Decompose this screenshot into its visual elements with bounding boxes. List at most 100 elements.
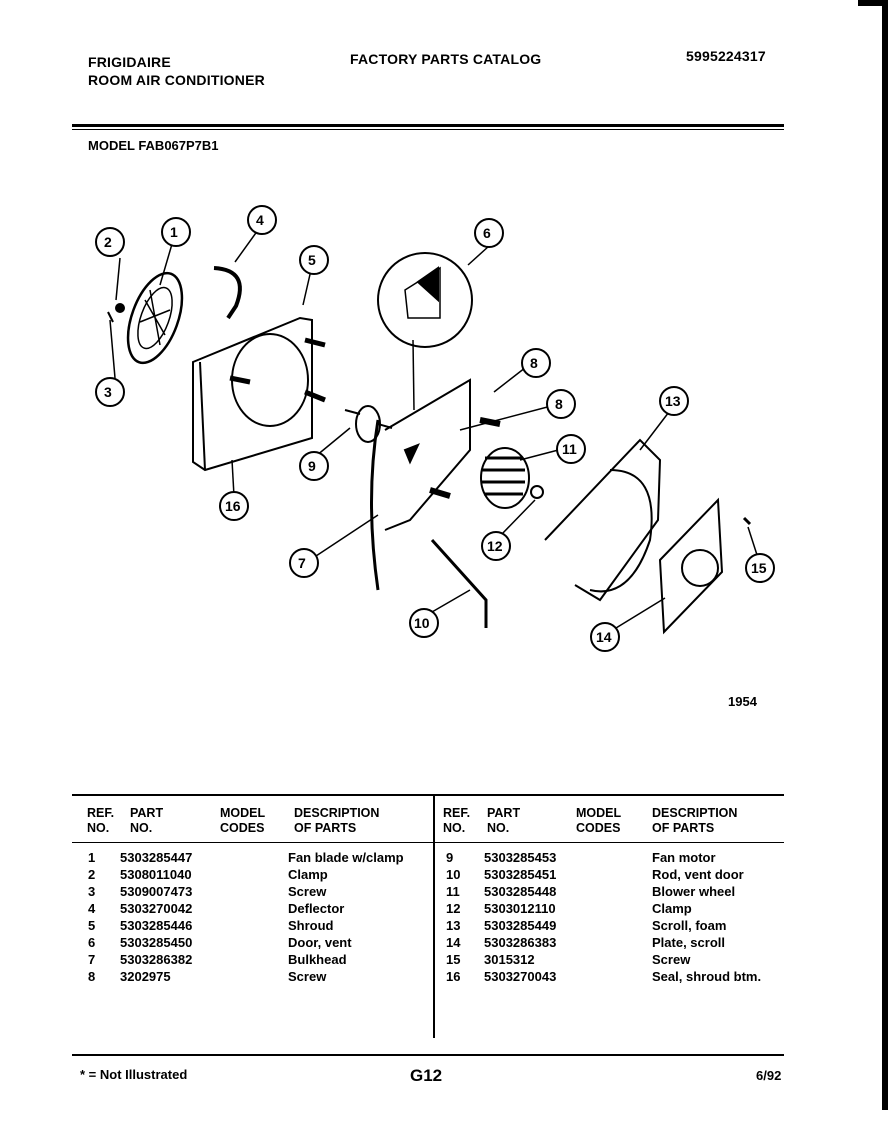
row-part: 5303286382 <box>120 952 193 967</box>
col-model-line2: CODES <box>220 821 265 835</box>
row-desc: Blower wheel <box>652 884 736 899</box>
col-model-line1: MODEL <box>220 806 266 820</box>
catalog-number: 5995224317 <box>686 48 766 64</box>
row-ref: 9 <box>446 850 454 865</box>
col-part-right-line2: NO. <box>487 821 510 835</box>
col-part-line1: PART <box>130 806 164 820</box>
col-desc-right-line2: OF PARTS <box>652 821 715 835</box>
callout-7: 7 <box>298 555 306 571</box>
row-ref: 1 <box>88 850 96 865</box>
callout-13: 13 <box>665 393 681 409</box>
row-part: 5308011040 <box>120 867 192 882</box>
row-desc: Seal, shroud btm. <box>652 969 762 984</box>
screw-15-part <box>742 516 752 526</box>
bulkhead-part <box>370 378 501 591</box>
col-model-header: MODEL CODES <box>220 806 265 836</box>
row-part: 5303285448 <box>484 884 557 899</box>
table-divider <box>433 794 435 1038</box>
row-ref: 2 <box>88 867 96 882</box>
row-desc: Screw <box>652 952 691 967</box>
not-illustrated-note: * = Not Illustrated <box>80 1067 188 1082</box>
fan-motor-part <box>344 405 393 443</box>
model-label: MODEL FAB067P7B1 <box>88 138 219 153</box>
col-ref-header-right: REF. NO. <box>443 806 470 836</box>
revision-date: 6/92 <box>756 1068 782 1083</box>
col-part-header-right: PART NO. <box>487 806 520 836</box>
col-ref-line2: NO. <box>87 821 110 835</box>
row-ref: 5 <box>88 918 96 933</box>
col-model-right-line1: MODEL <box>576 806 622 820</box>
exploded-parts-diagram <box>107 229 759 635</box>
col-ref-header: REF. NO. <box>87 806 114 836</box>
col-ref-line1: REF. <box>87 806 115 820</box>
col-model-header-right: MODEL CODES <box>576 806 621 836</box>
row-part: 5303285446 <box>120 918 193 933</box>
leader-lines <box>109 229 759 629</box>
fan-blade-part <box>126 271 184 365</box>
col-part-header: PART NO. <box>130 806 163 836</box>
row-desc: Door, vent <box>288 935 352 950</box>
header-rule-thin <box>72 129 784 130</box>
row-part: 5303285450 <box>120 935 193 950</box>
row-part: 5303285451 <box>484 867 557 882</box>
blower-wheel-part <box>480 447 530 509</box>
footer-rule <box>72 1054 784 1056</box>
catalog-title: FACTORY PARTS CATALOG <box>350 51 542 67</box>
row-ref: 3 <box>88 884 96 899</box>
col-desc-header-right: DESCRIPTION OF PARTS <box>652 806 737 836</box>
row-part: 5303285449 <box>484 918 557 933</box>
col-desc-right-line1: DESCRIPTION <box>652 806 738 820</box>
row-desc: Shroud <box>288 918 334 933</box>
table-header-rule <box>72 842 784 843</box>
clamp-part <box>115 303 125 313</box>
frame-corner <box>858 0 888 6</box>
scroll-foam-part <box>544 438 662 602</box>
callout-5: 5 <box>308 252 316 268</box>
row-desc: Fan blade w/clamp <box>288 850 404 865</box>
frame-edge <box>882 0 888 1110</box>
row-ref: 12 <box>446 901 461 916</box>
callout-circles <box>95 205 775 652</box>
screw-part <box>107 311 114 323</box>
col-part-line2: NO. <box>130 821 153 835</box>
col-part-right-line1: PART <box>487 806 521 820</box>
row-desc: Clamp <box>652 901 692 916</box>
callout-14: 14 <box>596 629 612 645</box>
brand-name: FRIGIDAIRE <box>88 54 171 70</box>
deflector-part <box>213 266 242 320</box>
row-ref: 14 <box>446 935 461 950</box>
row-ref: 4 <box>88 901 96 916</box>
row-ref: 15 <box>446 952 461 967</box>
row-part: 3015312 <box>484 952 535 967</box>
callout-10: 10 <box>414 615 430 631</box>
callout-4: 4 <box>256 212 264 228</box>
vent-door-inset <box>377 252 473 348</box>
scroll-plate-part <box>658 497 724 635</box>
row-ref: 11 <box>446 884 460 899</box>
callout-8a: 8 <box>530 355 538 371</box>
callout-9: 9 <box>308 458 316 474</box>
col-desc-line2: OF PARTS <box>294 821 357 835</box>
callout-16: 16 <box>225 498 241 514</box>
row-part: 5303285447 <box>120 850 193 865</box>
row-part: 3202975 <box>120 969 171 984</box>
row-ref: 13 <box>446 918 461 933</box>
row-desc: Plate, scroll <box>652 935 725 950</box>
callout-8b: 8 <box>555 396 563 412</box>
header-rule <box>72 124 784 127</box>
row-ref: 16 <box>446 969 461 984</box>
row-part: 5303285453 <box>484 850 557 865</box>
callout-12: 12 <box>487 538 503 554</box>
vent-door-rod-part <box>430 538 488 628</box>
callout-15: 15 <box>751 560 767 576</box>
row-part: 5303012110 <box>484 901 556 916</box>
row-part: 5303286383 <box>484 935 557 950</box>
row-part: 5303270042 <box>120 901 193 916</box>
shroud-part <box>192 316 326 472</box>
clamp-12-part <box>530 485 544 499</box>
row-desc: Scroll, foam <box>652 918 727 933</box>
table-top-rule <box>72 794 784 796</box>
col-ref-right-line2: NO. <box>443 821 466 835</box>
row-ref: 8 <box>88 969 96 984</box>
row-part: 5309007473 <box>120 884 193 899</box>
